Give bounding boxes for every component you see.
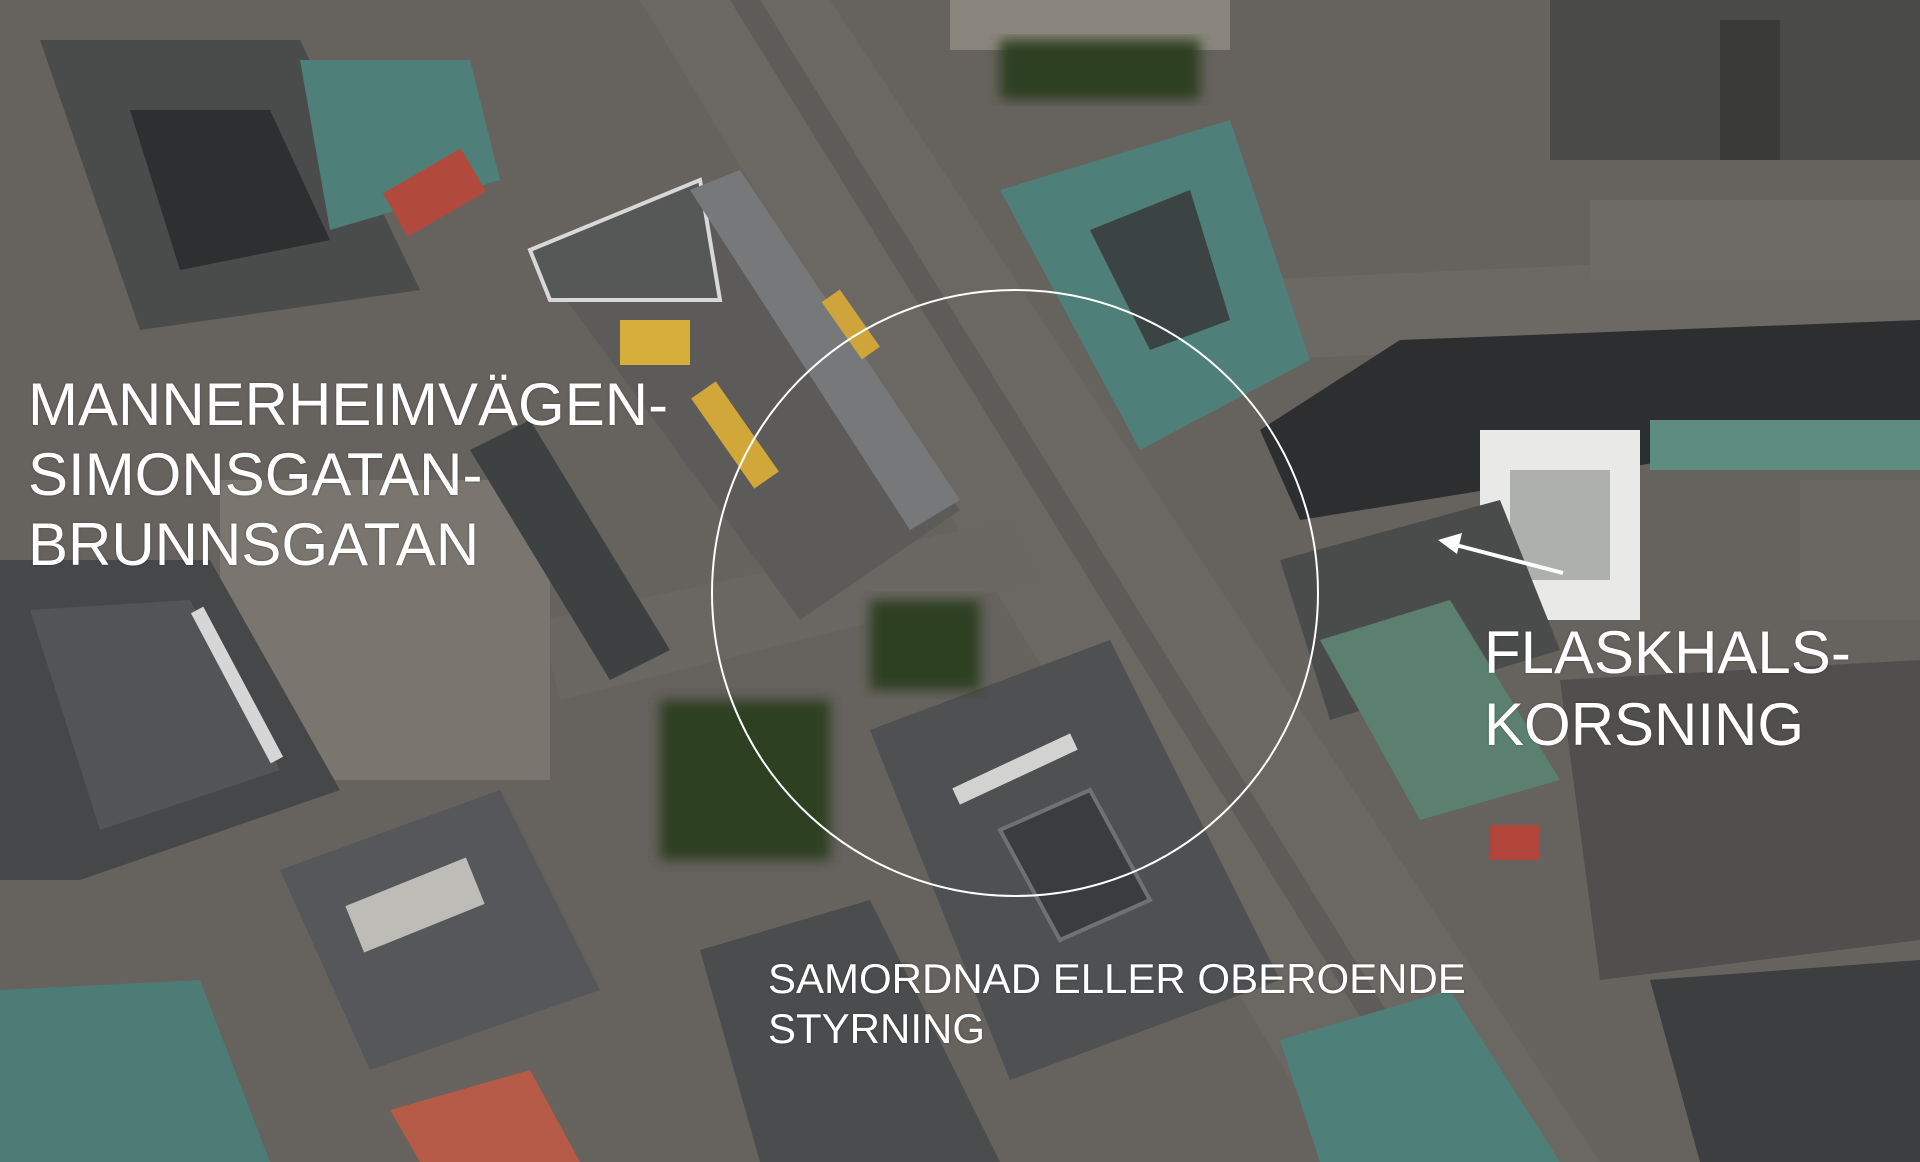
bottleneck-label: FLASKHALS- KORSNING [1484,620,1851,764]
intersection-label-line-1: MANNERHEIMVÄGEN- [28,371,669,438]
bottleneck-label-line-1: FLASKHALS- [1484,619,1851,686]
building-right-dark [1260,320,1920,520]
roof-white-strip [190,606,284,764]
courtyard-grid [997,787,1153,943]
intersection-label: MANNERHEIMVÄGEN- SIMONSGATAN- BRUNNSGATA… [28,372,668,582]
building-bottom-right [1280,990,1560,1162]
roof-green-right [1320,600,1560,820]
building-bottom-far-right [1650,960,1920,1162]
roof-white-lower [952,733,1078,805]
bottleneck-label-line-2: KORSNING [1484,691,1805,758]
building-bottom-center [700,900,1000,1162]
terminal-roof [527,177,723,302]
building-long-center [470,420,670,680]
station-roof [1720,20,1780,160]
roof-red-accent [382,148,486,237]
parking-top-right [1590,200,1920,280]
building-inner-top-left [130,110,330,270]
yellow-buses [620,320,690,365]
control-label: SAMORDNAD ELLER OBEROENDE STYRNING [768,955,1466,1056]
building-teal-inner [1090,190,1230,350]
terminal-roof-long [690,170,960,530]
trees-top [1000,40,1200,100]
trees-center [870,600,980,690]
building-bottom-mid [280,790,600,1070]
roof-red-small [1490,825,1540,860]
control-label-line-2: STYRNING [768,1005,986,1053]
control-label-line-1: SAMORDNAD ELLER OBEROENDE [768,955,1466,1002]
building-bottom-left [0,980,270,1162]
building-right-lower [1560,660,1920,980]
trees-lower [660,700,830,860]
roof-teal-right [1650,420,1920,470]
cross-street-west [540,520,1040,700]
intersection-highlight-circle [711,289,1319,897]
yellow-bus-east [821,289,880,360]
parking-right [1800,480,1920,620]
intersection-label-line-3: BRUNNSGATAN [28,511,480,578]
arrow-left-icon [1438,533,1564,575]
roof-red-bottom [390,1070,580,1162]
yellow-bus-row [691,381,779,489]
intersection-label-line-2: SIMONSGATAN- [28,441,483,508]
roof-stripes [345,857,485,953]
avenue-median [730,0,1480,1162]
